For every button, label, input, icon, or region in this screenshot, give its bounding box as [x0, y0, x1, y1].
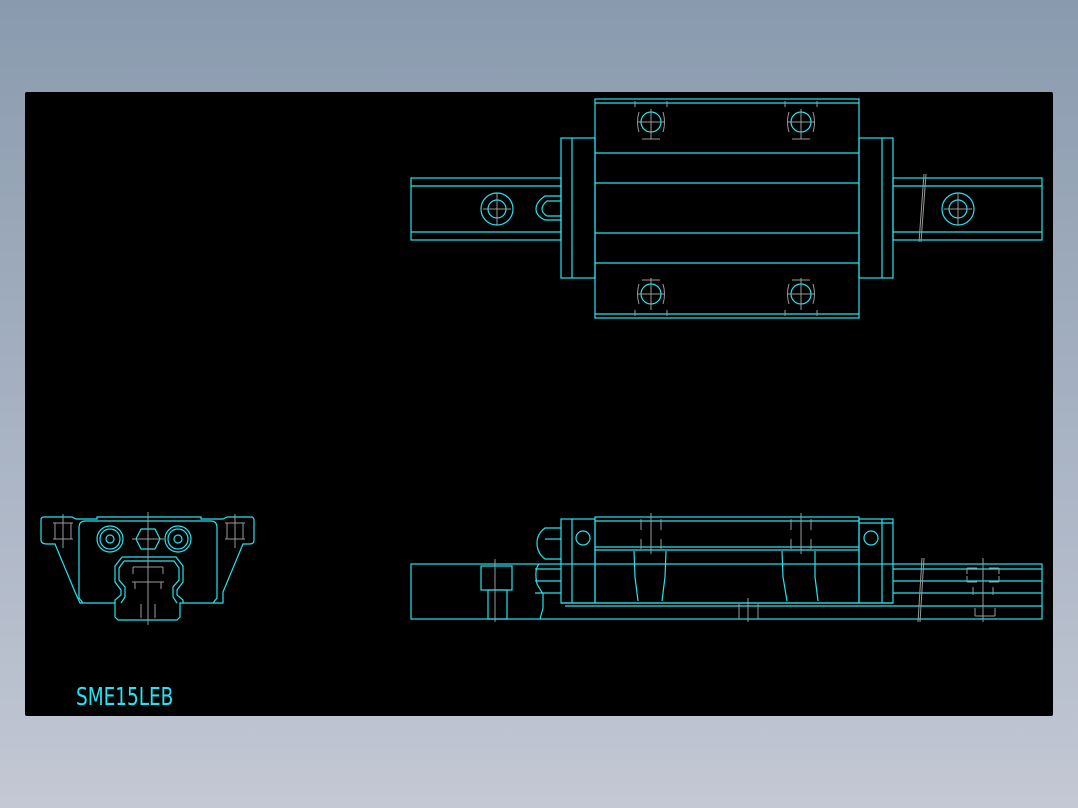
drawing-canvas[interactable]: SME15LEB [25, 92, 1053, 716]
side-view [410, 516, 1043, 620]
part-number-label: SME15LEB [76, 682, 174, 711]
cad-drawing [40, 98, 1043, 625]
